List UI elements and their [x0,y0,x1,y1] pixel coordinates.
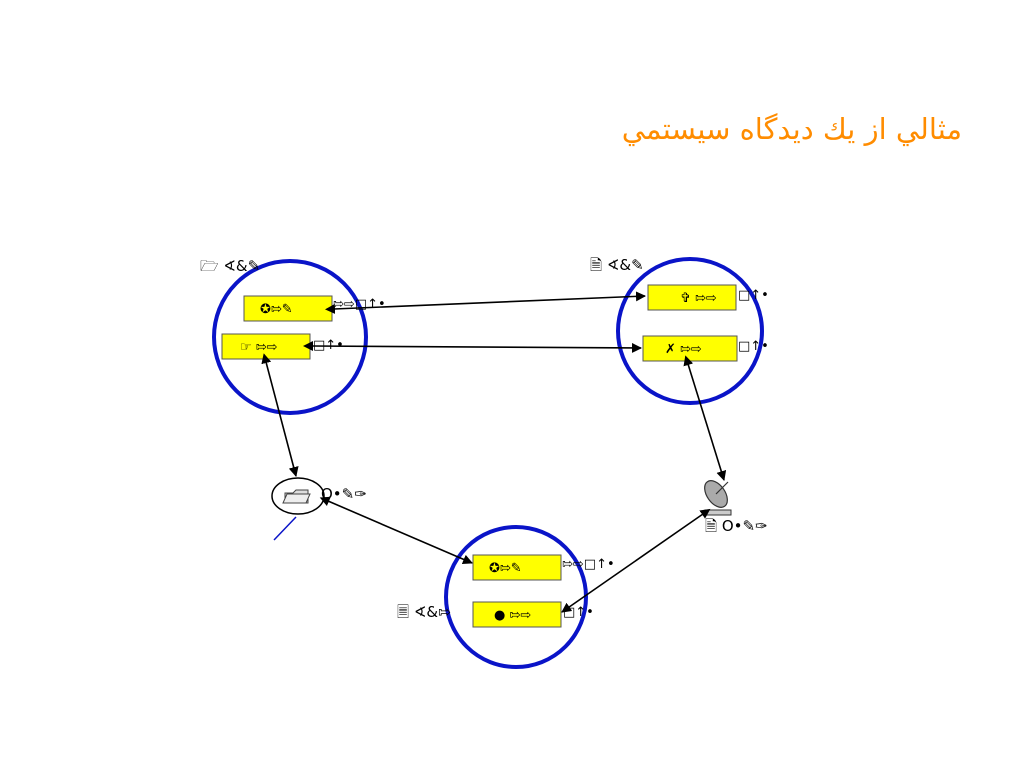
small-node-label: O•✎✑ [321,485,367,503]
node-box [647,284,737,311]
node-box-text: ☞ ⇰⇨ [240,340,278,355]
arrow-tl-small [261,353,299,477]
node-box [472,601,562,628]
node-circle-bottom [444,525,588,669]
node-box-tag: □↑• [738,339,769,354]
node-box-tag: ⇰⇨□↑• [333,297,386,312]
arrow-tl-tr-1 [325,291,646,314]
folder-icon [282,489,311,504]
node-box-text: ✪⇰✎ [489,561,522,576]
node-box-tag: ⇰⇨□↑• [562,557,615,572]
node-box-tag: □↑• [738,288,769,303]
arrow-dish-bottom [561,508,711,613]
node-box-text: ✗ ⇰⇨ [665,342,702,357]
node-box-text: ✪⇰✎ [260,302,293,317]
small-node-tail [273,516,297,541]
arrow-tr-dish [683,355,727,481]
node-box-text: ✞ ⇰⇨ [680,291,717,306]
node-box-text: ● ⇰⇨ [494,608,531,623]
node-label-bottom: 🗏 ∢&⇰ [397,603,451,621]
node-box [243,295,333,322]
dish-node-label: 🗎 O•✎✑ [705,517,768,535]
node-label-top-left: 🗁 ∢&✎ [200,257,260,275]
node-label-top-right: 🗎 ∢&✎ [590,256,644,274]
slide-title: مثالي از يك ديدگاه سيستمي [621,112,962,146]
node-box [472,554,562,581]
arrow-tl-tr-2 [303,341,642,353]
node-circle-top-right [616,257,764,405]
satellite-dish-icon [704,480,732,516]
arrow-small-bottom [319,496,473,565]
